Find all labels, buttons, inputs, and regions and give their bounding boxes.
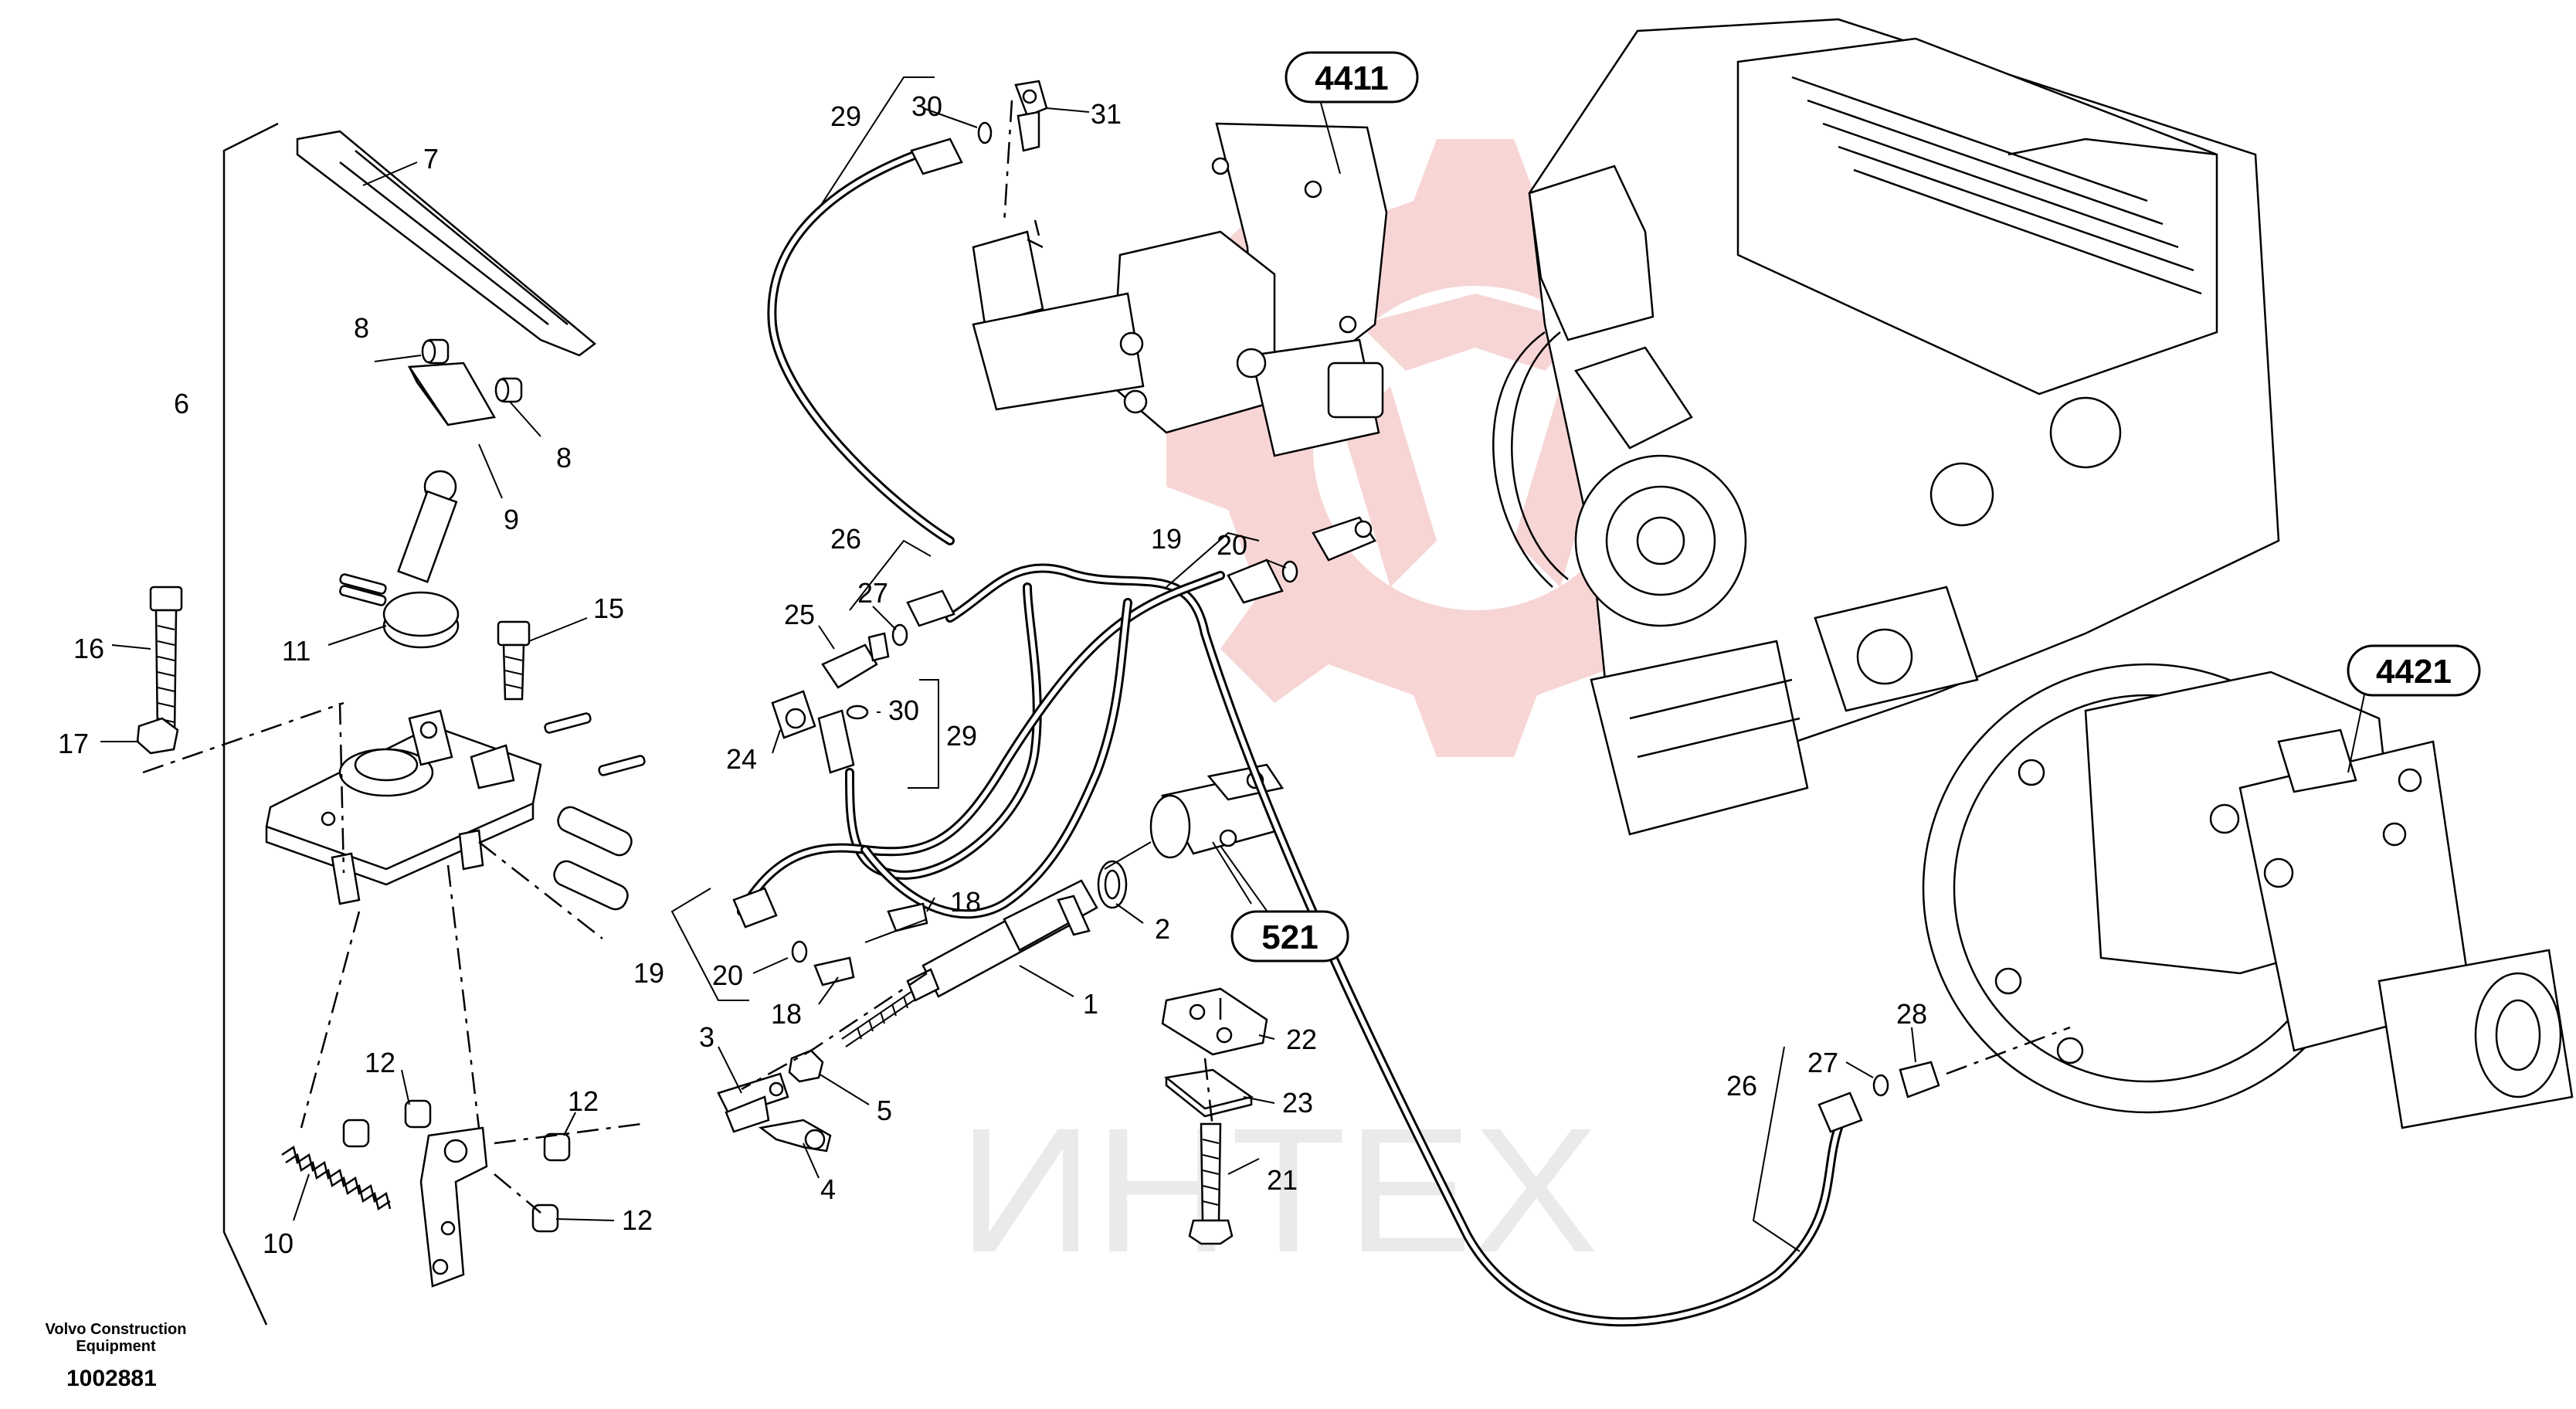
callout-30: 30 [911, 90, 942, 122]
clevis-3 [717, 1072, 789, 1133]
adapter-20 [1312, 516, 1376, 562]
callout-8: 8 [354, 312, 369, 344]
bushing-8b [494, 377, 523, 403]
bolt-16 [149, 586, 183, 735]
watermark-text: ИНТЕХ [958, 1091, 1599, 1289]
pedal-base-plate [265, 709, 542, 905]
callout-31: 31 [1091, 98, 1122, 130]
adapter-18a [887, 902, 928, 932]
bolt-21 [1188, 1122, 1234, 1245]
bolt-15 [497, 620, 531, 701]
callout-20: 20 [1217, 529, 1247, 561]
callout-29: 29 [830, 100, 861, 132]
callout-4: 4 [820, 1173, 836, 1205]
callout-23: 23 [1282, 1087, 1313, 1119]
callout-29: 29 [946, 720, 977, 752]
callout-numbers: 7 8 8 9 6 11 16 15 17 12 12 12 10 29 30 … [58, 90, 1927, 1259]
fitting-31 [1014, 80, 1048, 152]
callout-brackets [670, 76, 1800, 1252]
nut-5 [788, 1049, 824, 1083]
callout-20: 20 [712, 959, 743, 991]
seal-27a [891, 623, 908, 647]
callout-12: 12 [622, 1204, 653, 1236]
callout-2: 2 [1155, 913, 1170, 945]
seal-30b [846, 704, 869, 720]
pump-4411 [972, 122, 1388, 457]
callout-25: 25 [784, 599, 815, 630]
callout-18: 18 [950, 886, 981, 918]
callout-22: 22 [1286, 1024, 1317, 1055]
footer-brand-line2: Equipment [76, 1338, 156, 1355]
callout-11: 11 [282, 635, 311, 667]
engine [1492, 18, 2280, 836]
callout-26: 26 [830, 523, 861, 555]
callout-3: 3 [699, 1021, 714, 1053]
footer-brand-line1: Volvo Construction [45, 1321, 187, 1338]
callout-1: 1 [1083, 988, 1098, 1020]
lever-stem-11 [339, 470, 460, 649]
callout-19: 19 [633, 957, 664, 989]
reference-box-label: 521 [1261, 918, 1318, 956]
reference-box-label: 4421 [2376, 653, 2452, 691]
clip-4 [758, 1119, 832, 1153]
callout-12: 12 [365, 1047, 395, 1078]
reference-box-521[interactable]: 521 [1230, 910, 1349, 963]
seal-20a [1281, 560, 1298, 583]
ring-2 [1097, 860, 1128, 909]
footer-brand: Volvo Construction Equipment [31, 1321, 201, 1355]
callout-7: 7 [423, 143, 439, 175]
assembly-dash-lines-left [142, 701, 642, 1214]
callout-10: 10 [263, 1227, 294, 1259]
seal-30a [977, 121, 993, 144]
reference-box-4421[interactable]: 4421 [2347, 644, 2481, 697]
hose-fittings [732, 138, 1863, 1133]
callout-9: 9 [504, 504, 519, 535]
pedal-assembly-bracket [222, 122, 279, 1326]
bushing-12a [404, 1099, 432, 1129]
callout-16: 16 [73, 633, 104, 664]
callout-28: 28 [1896, 998, 1927, 1030]
leader-lines [100, 88, 2368, 1221]
hoses [737, 146, 1843, 1327]
callout-18: 18 [771, 998, 802, 1030]
drawing-number: 1002881 [66, 1366, 157, 1391]
adapter-18b [813, 956, 855, 986]
callout-24: 24 [726, 743, 757, 775]
pins [339, 573, 646, 911]
callout-21: 21 [1267, 1164, 1298, 1196]
callout-5: 5 [877, 1095, 892, 1126]
callout-15: 15 [593, 592, 624, 624]
lower-lever-arm [419, 1126, 488, 1288]
seal-20b [791, 940, 808, 963]
callout-8: 8 [556, 442, 572, 474]
callout-17: 17 [58, 728, 89, 759]
callout-27: 27 [857, 577, 888, 609]
spring-10 [281, 1145, 392, 1211]
bushing-8a [421, 338, 450, 365]
callout-19: 19 [1151, 523, 1182, 555]
assembly-dash-lines-center [741, 100, 2071, 1129]
callout-30: 30 [888, 694, 919, 726]
callout-27: 27 [1807, 1047, 1838, 1078]
adapter-25 [821, 632, 890, 689]
clamp-22 [1161, 987, 1268, 1056]
cylinder-1 [841, 879, 1098, 1047]
reference-box-label: 4411 [1315, 59, 1388, 97]
reference-box-4411[interactable]: 4411 [1285, 51, 1419, 104]
callout-12: 12 [568, 1085, 599, 1117]
bushing-12c [543, 1132, 571, 1162]
pump-4421 [1922, 663, 2574, 1129]
adapter-28 [1899, 1061, 1940, 1098]
seal-27b [1872, 1074, 1889, 1097]
pedal-7 [296, 130, 597, 357]
bushing-12b [342, 1119, 370, 1148]
pad-9 [407, 362, 496, 426]
callout-6: 6 [174, 388, 189, 419]
callout-26: 26 [1726, 1070, 1757, 1102]
adapter-24 [771, 690, 816, 739]
